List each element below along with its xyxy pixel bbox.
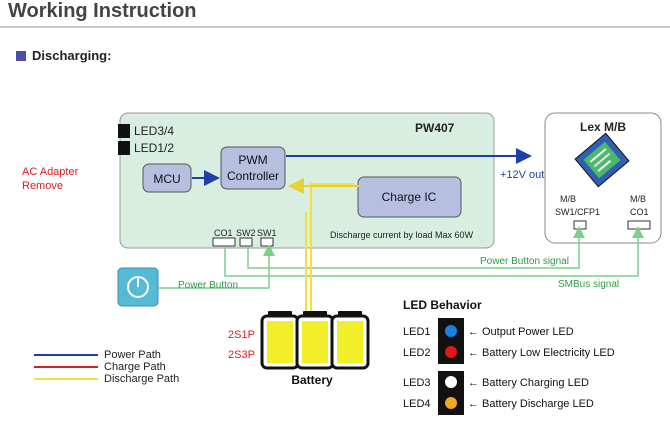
power-button-signal-line [247, 226, 585, 269]
led1-dot-icon [445, 325, 457, 337]
led12-label: LED1/2 [134, 141, 174, 155]
legend-label-discharge: Discharge Path [104, 373, 179, 385]
led3-arrow-icon: ← [468, 377, 479, 389]
lex-chip-icon [574, 132, 630, 188]
led34-indicator [118, 124, 130, 138]
legend-label-charge: Charge Path [104, 361, 166, 373]
lex-title: Lex M/B [580, 120, 626, 134]
led1-desc: Output Power LED [482, 326, 574, 338]
led1-name: LED1 [403, 326, 431, 338]
battery-cell-3 [330, 311, 370, 370]
led4-name: LED4 [403, 398, 431, 410]
ac-adapter-line1: AC Adapter [22, 166, 79, 178]
page-title: Working Instruction [8, 0, 197, 22]
sw1-connector [260, 237, 274, 247]
lex-co-connector [627, 220, 651, 230]
power-button-line [150, 244, 275, 289]
lex-mb-left: M/B [560, 194, 576, 204]
led4-dot-icon [445, 397, 457, 409]
led4-desc: Battery Discharge LED [482, 398, 594, 410]
battery-config-1: 2S1P [228, 329, 255, 341]
charge-ic-chip [357, 176, 462, 218]
sw2-connector [239, 237, 253, 247]
legend-label-power: Power Path [104, 349, 161, 361]
led34-label: LED3/4 [134, 124, 174, 138]
smbus-signal-label: SMBus signal [558, 279, 619, 290]
section-label: Discharging: [32, 48, 112, 63]
led3-name: LED3 [403, 377, 431, 389]
lex-sw-connector [573, 220, 587, 230]
ac-adapter-line2: Remove [22, 180, 63, 192]
lex-sw-label: SW1/CFP1 [555, 207, 600, 217]
led3-desc: Battery Charging LED [482, 377, 589, 389]
co1-label: CO1 [214, 228, 233, 238]
led2-name: LED2 [403, 347, 431, 359]
sw2-label: SW2 [236, 228, 256, 238]
led12-indicator [118, 141, 130, 155]
smbus-signal-line [224, 226, 644, 277]
section-heading: Discharging: [16, 48, 111, 63]
led2-arrow-icon: ← [468, 347, 479, 359]
lex-co-label: CO1 [630, 207, 649, 217]
led2-desc: Battery Low Electricity LED [482, 347, 615, 359]
mcu-chip [142, 163, 192, 193]
lex-mb-right: M/B [630, 194, 646, 204]
led3-dot-icon [445, 376, 457, 388]
led4-arrow-icon: ← [468, 398, 479, 410]
page-header: Working Instruction [0, 0, 670, 30]
sw1-label: SW1 [257, 228, 277, 238]
pwm-controller-chip [220, 146, 286, 190]
header-divider [0, 26, 670, 28]
board-name: PW407 [415, 121, 455, 135]
battery-cell-2 [295, 311, 335, 370]
co1-connector [212, 237, 236, 247]
square-bullet-icon [16, 50, 26, 61]
power-button-signal-label: Power Button signal [480, 256, 569, 267]
led2-dot-icon [445, 346, 457, 358]
led-behavior-title: LED Behavior [403, 298, 482, 312]
mcu-label: MCU [153, 172, 180, 186]
discharge-path-line [310, 183, 354, 312]
output-label: +12V out [500, 169, 544, 181]
pwm-label-line2: Controller [227, 169, 279, 183]
led1-arrow-icon: ← [468, 326, 479, 338]
battery-label: Battery [291, 373, 333, 387]
battery-config-2: 2S3P [228, 349, 255, 361]
charge-ic-label: Charge IC [382, 190, 437, 204]
power-button-label: Power Button [178, 280, 238, 291]
discharge-note: Discharge current by load Max 60W [330, 230, 474, 240]
battery-cell-1 [260, 311, 300, 370]
pwm-label-line1: PWM [238, 153, 267, 167]
